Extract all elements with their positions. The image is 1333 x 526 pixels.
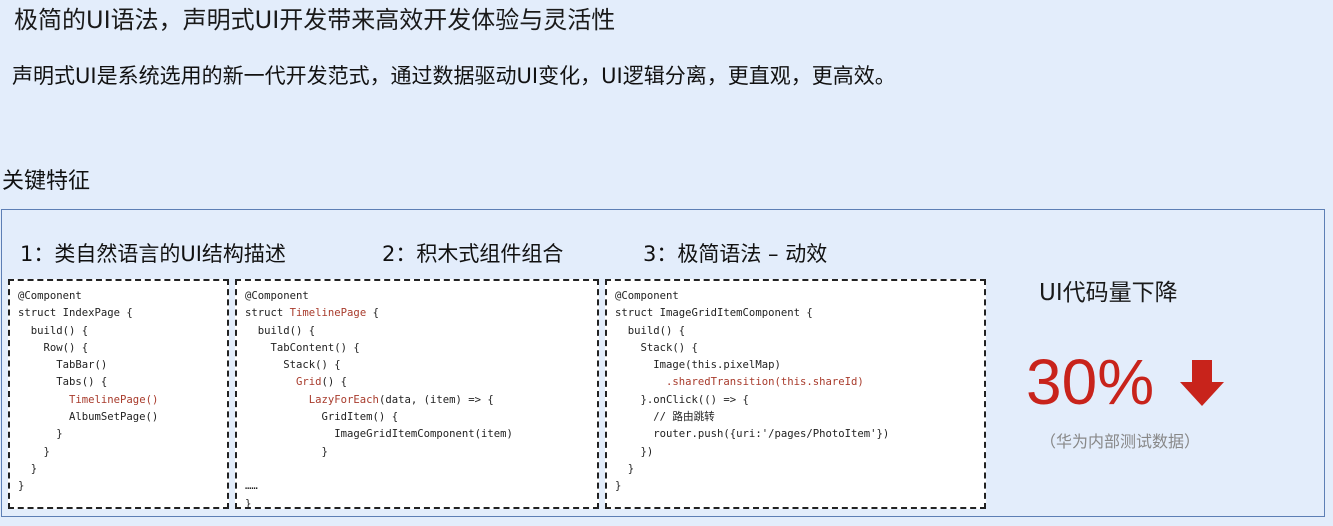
code-line: TabBar() <box>18 359 108 372</box>
metric-note: （华为内部测试数据） <box>1040 432 1201 451</box>
code-highlight: TimelinePage() <box>69 393 159 406</box>
code-line: LazyForEach(data, (item) => { <box>308 393 494 406</box>
code-line: build() { <box>18 324 89 337</box>
code-line: AlbumSetPage() <box>18 411 159 424</box>
section-title: 关键特征 <box>2 169 91 194</box>
code-block-1: @Component struct IndexPage { build() { R… <box>8 279 229 509</box>
code-highlight: .sharedTransition(this.shareId) <box>666 376 864 389</box>
code-line: } <box>615 462 635 475</box>
code-line: struct IndexPage { <box>18 307 133 320</box>
code-line: Grid() { <box>296 376 348 389</box>
code-line: @Component <box>18 290 82 302</box>
code-line: }.onClick(() => { <box>615 393 749 406</box>
code-line: Stack() { <box>245 359 341 372</box>
code-line: } <box>18 462 38 475</box>
code-highlight: TimelinePage <box>289 307 367 320</box>
code-line: build() { <box>615 324 686 337</box>
code-block-2: @Component struct TimelinePage { build() … <box>235 279 599 509</box>
code-line: GridItem() { <box>245 411 399 424</box>
code-line: …… <box>245 480 258 493</box>
code-line: Image(this.pixelMap) <box>615 359 781 372</box>
code-line: Row() { <box>18 341 89 354</box>
page-subtitle: 声明式UI是系统选用的新一代开发范式，通过数据驱动UI变化，UI逻辑分离，更直观… <box>12 64 896 88</box>
code-line: @Component <box>245 290 309 302</box>
code-line: } <box>18 480 25 493</box>
code-line: // 路由跳转 <box>615 411 715 424</box>
code-line: .sharedTransition(this.shareId) <box>615 374 984 391</box>
code-line: TimelinePage() <box>18 392 227 409</box>
features-panel <box>1 209 1325 517</box>
code-line: router.push({uri:'/pages/PhotoItem'}) <box>615 428 890 441</box>
code-line: } <box>18 445 50 458</box>
code-line: @Component <box>615 290 679 302</box>
code-line: } <box>615 480 622 493</box>
code-line <box>245 461 597 478</box>
feature-label-1: 1：类自然语言的UI结构描述 <box>20 242 286 266</box>
code-line: Stack() { <box>615 341 698 354</box>
code-line: } <box>18 428 63 441</box>
code-line: struct ImageGridItemComponent { <box>615 307 813 320</box>
code-line: ImageGridItemComponent(item) <box>245 428 513 441</box>
feature-label-3: 3：极简语法 – 动效 <box>643 242 828 266</box>
code-line: TabContent() { <box>245 341 360 354</box>
code-line: struct TimelinePage { <box>245 307 379 320</box>
code-block-3: @Component struct ImageGridItemComponent … <box>605 279 986 509</box>
metric-value: 30% <box>1026 346 1155 418</box>
code-highlight: Grid <box>296 376 322 389</box>
feature-label-2: 2：积木式组件组合 <box>382 242 564 266</box>
arrow-down-icon <box>1180 360 1224 406</box>
code-line: Tabs() { <box>18 376 108 389</box>
code-line: }) <box>615 445 654 458</box>
metric-label: UI代码量下降 <box>1039 280 1178 306</box>
code-highlight: LazyForEach <box>308 393 379 406</box>
code-line: } <box>245 497 252 509</box>
code-line: } <box>245 445 328 458</box>
page-title: 极简的UI语法，声明式UI开发带来高效开发体验与灵活性 <box>14 6 616 34</box>
code-line: build() { <box>245 324 316 337</box>
